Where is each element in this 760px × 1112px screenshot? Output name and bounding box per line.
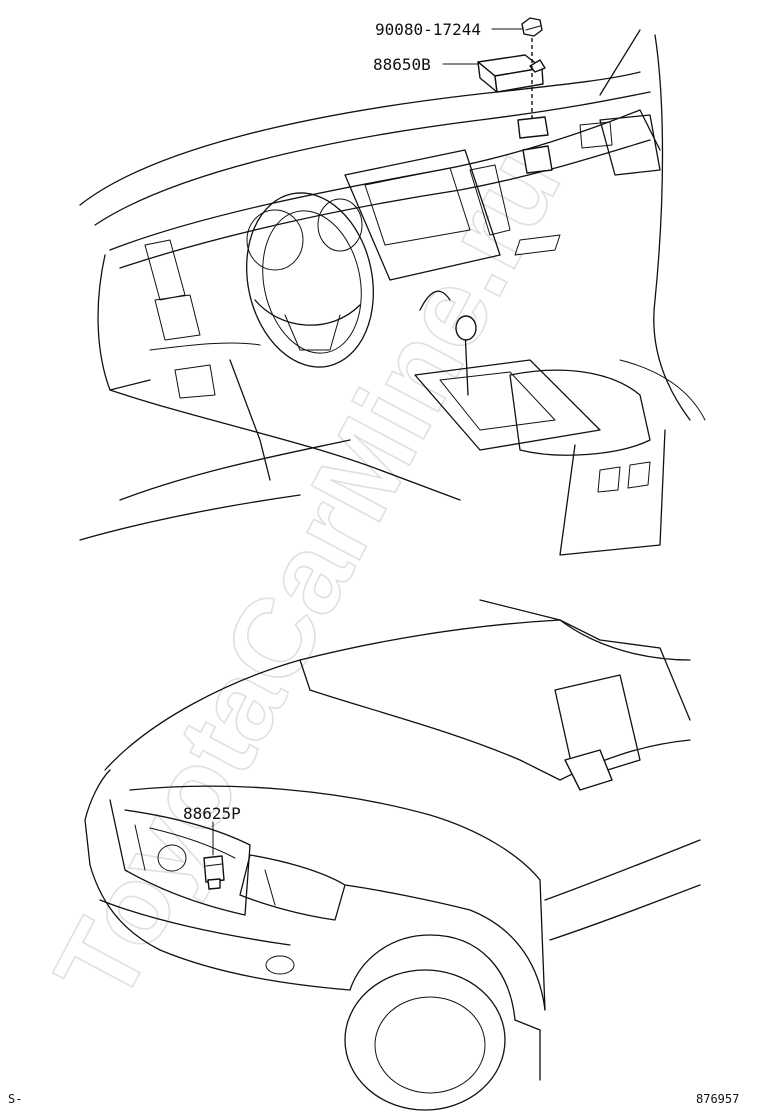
bolt-90080-17244 (521, 17, 543, 37)
footer-left-code: S- (8, 1092, 22, 1106)
truck-illustration (84, 599, 701, 1111)
sensor-module-88650B (477, 54, 546, 93)
dashboard-illustration (79, 29, 706, 556)
watermark-text: ToyotaCarMine.ru (31, 129, 584, 1021)
part-label-88625P: 88625P (183, 804, 241, 823)
part-label-88650B: 88650B (373, 55, 431, 74)
diagram-number: 876957 (696, 1092, 739, 1106)
part-label-90080-17244: 90080-17244 (375, 20, 481, 39)
ambient-temperature-sensor-88625P (203, 855, 225, 890)
